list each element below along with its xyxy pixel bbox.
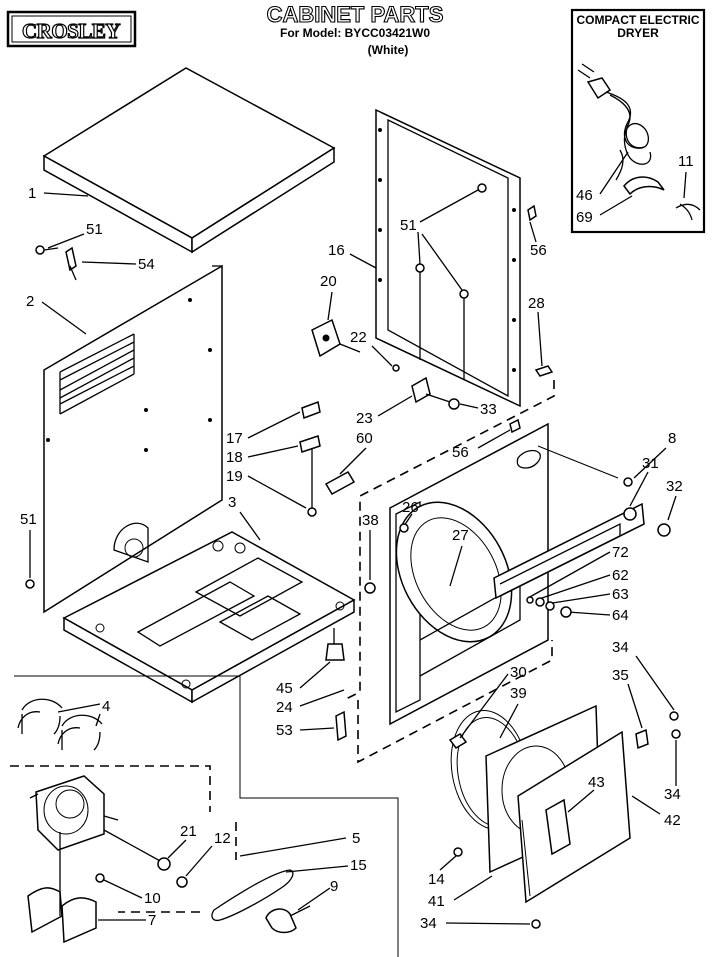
callout-33: 33: [480, 401, 497, 418]
door-assembly: [450, 704, 631, 904]
callout-72: 72: [612, 544, 629, 561]
callout-56-top: 56: [530, 242, 547, 259]
callout-27: 27: [452, 527, 469, 544]
callout-51-left-top: 51: [86, 221, 103, 238]
callout-4: 4: [102, 698, 110, 715]
callout-64: 64: [612, 607, 629, 624]
rear-side-panel: [43, 264, 223, 614]
callout-2: 2: [26, 293, 34, 310]
callout-18: 18: [226, 449, 243, 466]
callout-17: 17: [226, 430, 243, 447]
leveling-foot-45: [325, 628, 345, 661]
callout-22: 22: [350, 329, 367, 346]
callout-69: 69: [576, 209, 593, 226]
callout-28: 28: [528, 295, 545, 312]
callout-63: 63: [612, 586, 629, 603]
callout-5: 5: [352, 830, 360, 847]
color-line: (White): [368, 43, 409, 57]
callout-24: 24: [276, 699, 293, 716]
callout-39: 39: [510, 685, 527, 702]
callout-21: 21: [180, 823, 197, 840]
callout-51-frame: 51: [400, 217, 417, 234]
callout-30: 30: [510, 664, 527, 681]
callout-41: 41: [428, 893, 445, 910]
power-cord-inset: COMPACT ELECTRIC DRYER 46 69 11: [570, 8, 706, 234]
motor-clamps: [17, 698, 103, 751]
callout-53: 53: [276, 722, 293, 739]
callout-11: 11: [678, 153, 694, 170]
console-panel: [493, 502, 645, 600]
callout-1: 1: [28, 185, 36, 202]
callout-56-mid: 56: [452, 444, 469, 461]
callout-51-left: 51: [20, 511, 37, 528]
callout-38: 38: [362, 512, 379, 529]
callout-3: 3: [228, 494, 236, 511]
screw-clip-51-54: [35, 245, 77, 281]
callout-12: 12: [214, 830, 231, 847]
callout-26: 26: [402, 499, 419, 516]
callout-32: 32: [666, 478, 683, 495]
callout-46: 46: [576, 187, 593, 204]
callout-15: 15: [350, 857, 367, 874]
callout-10: 10: [144, 890, 161, 907]
top-panel: [42, 67, 336, 254]
callout-35: 35: [612, 667, 629, 684]
callout-45: 45: [276, 680, 293, 697]
callout-62: 62: [612, 567, 629, 584]
callout-8: 8: [668, 430, 676, 447]
model-line: For Model: BYCC03421W0: [280, 26, 430, 40]
callout-42: 42: [664, 812, 681, 829]
callout-14: 14: [428, 871, 445, 888]
callout-20: 20: [320, 273, 337, 290]
callout-60: 60: [356, 430, 373, 447]
door-switch-20: [311, 318, 361, 358]
callout-34-bottom: 34: [420, 915, 437, 932]
callout-34-right-top: 34: [612, 639, 629, 656]
callout-34-right-bottom: 34: [664, 786, 681, 803]
callout-43: 43: [588, 774, 605, 791]
callout-9: 9: [330, 878, 338, 895]
callout-23: 23: [356, 410, 373, 427]
callout-19: 19: [226, 468, 243, 485]
brand-logo: CROSLEY: [6, 10, 137, 48]
inset-title-line2: DRYER: [617, 26, 659, 40]
page-title: CABINET PARTS: [267, 2, 444, 27]
callout-16: 16: [328, 242, 345, 259]
cabinet-frame: [375, 108, 521, 408]
motor-mount: [27, 832, 97, 944]
drive-motor: [29, 775, 119, 851]
callout-7: 7: [148, 912, 156, 929]
callout-54: 54: [138, 256, 155, 273]
inset-title-line1: COMPACT ELECTRIC: [576, 13, 699, 27]
brand-logo-text: CROSLEY: [22, 19, 120, 43]
